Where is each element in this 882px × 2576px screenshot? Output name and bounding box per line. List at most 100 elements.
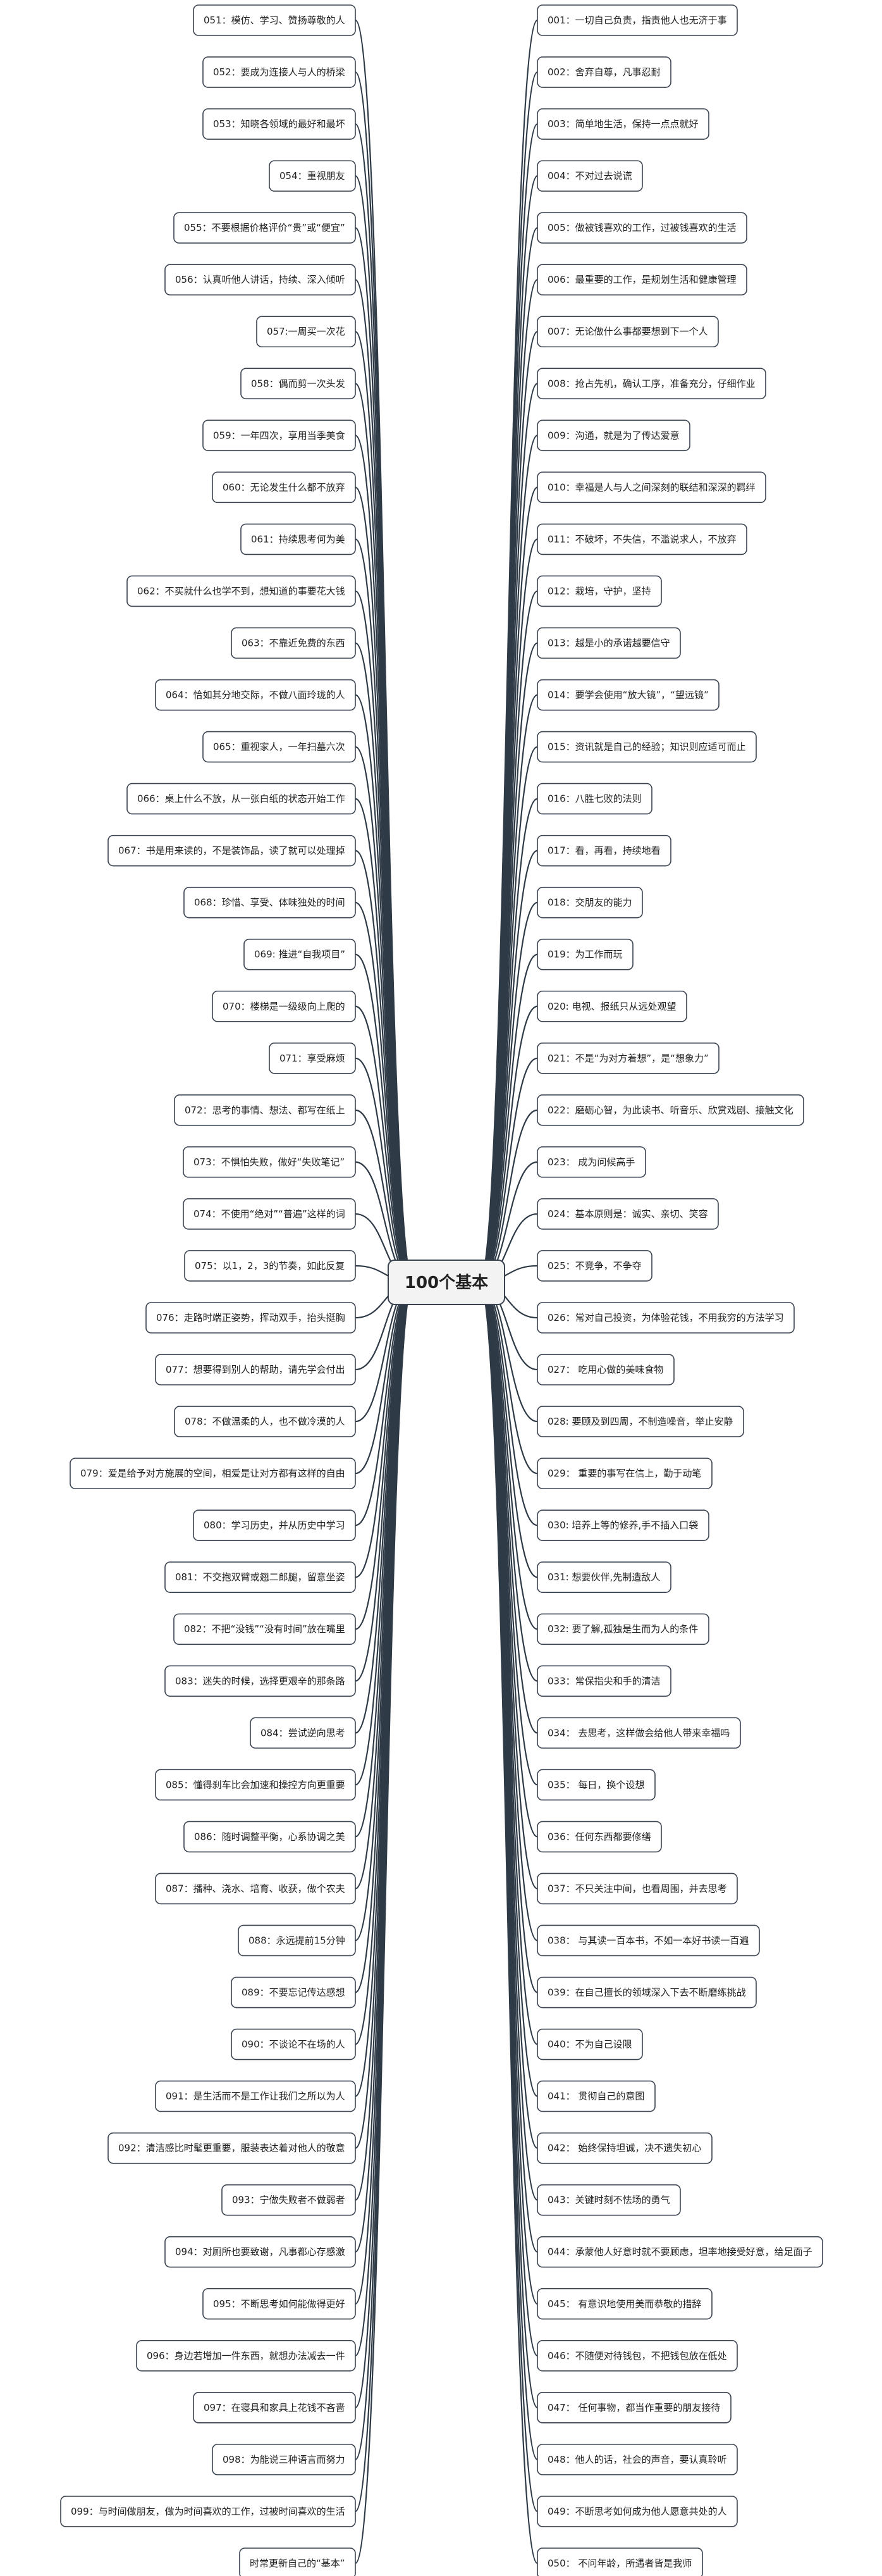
left-topic-node[interactable]: 060：无论发生什么都不放弃 [212, 471, 356, 504]
right-topic-node[interactable]: 022：磨砺心智，为此读书、听音乐、欣赏戏剧、接触文化 [537, 1094, 804, 1126]
right-topic-node[interactable]: 016：八胜七败的法则 [537, 783, 652, 815]
left-topic-node[interactable]: 064：恰如其分地交际，不做八面玲珑的人 [155, 679, 356, 711]
right-topic-node[interactable]: 018：交朋友的能力 [537, 886, 643, 919]
right-topic-node[interactable]: 013：越是小的承诺越要信守 [537, 627, 681, 659]
right-topic-node[interactable]: 028: 要顾及到四周，不制造噪音，举止安静 [537, 1406, 744, 1437]
right-topic-node[interactable]: 031: 想要伙伴,先制造敌人 [537, 1561, 671, 1593]
right-topic-node[interactable]: 001：一切自己负责，指责他人也无济于事 [537, 4, 738, 36]
right-topic-node[interactable]: 027： 吃用心做的美味食物 [537, 1354, 675, 1385]
right-topic-node[interactable]: 020: 电视、报纸只从远处观望 [537, 990, 687, 1022]
left-topic-node[interactable]: 099：与时间做朋友，做为时间喜欢的工作，过被时间喜欢的生活 [60, 2496, 356, 2527]
left-topic-node[interactable]: 097：在寝具和家具上花钱不吝啬 [193, 2392, 356, 2424]
right-topic-node[interactable]: 005：做被钱喜欢的工作，过被钱喜欢的生活 [537, 212, 747, 244]
left-topic-node[interactable]: 055：不要根据价格评价“贵”或“便宜” [173, 212, 356, 244]
left-topic-node[interactable]: 083：迷失的时候，选择更艰辛的那条路 [164, 1665, 356, 1697]
left-topic-node[interactable]: 090：不谈论不在场的人 [231, 2028, 356, 2060]
left-topic-node[interactable]: 085：懂得刹车比会加速和操控方向更重要 [155, 1769, 356, 1801]
left-topic-node[interactable]: 092：清洁感比时髦更重要，服装表达着对他人的敬意 [107, 2132, 356, 2164]
left-topic-node[interactable]: 082：不把“没钱”“没有时间”放在嘴里 [173, 1613, 356, 1645]
right-topic-node[interactable]: 043：关键时刻不怯场的勇气 [537, 2184, 681, 2216]
left-topic-node[interactable]: 072：思考的事情、想法、都写在纸上 [174, 1094, 356, 1126]
left-topic-node[interactable]: 095：不断思考如何能做得更好 [202, 2288, 356, 2320]
left-topic-node[interactable]: 071：享受麻烦 [269, 1043, 356, 1074]
left-topic-node[interactable]: 058：偶而剪一次头发 [240, 368, 356, 400]
left-topic-node[interactable]: 069: 推进“自我项目” [243, 938, 356, 970]
right-topic-node[interactable]: 035： 每日，换个设想 [537, 1769, 656, 1801]
left-topic-node[interactable]: 075：以1，2，3的节奏，如此反复 [184, 1250, 356, 1282]
right-topic-node[interactable]: 010：幸福是人与人之间深刻的联结和深深的羁绊 [537, 471, 766, 504]
left-topic-node[interactable]: 063：不靠近免费的东西 [231, 627, 356, 659]
left-topic-node[interactable]: 079：爱是给予对方施展的空间，相爱是让对方都有这样的自由 [70, 1458, 356, 1489]
left-topic-node[interactable]: 077：想要得到别人的帮助，请先学会付出 [155, 1354, 356, 1385]
left-topic-node[interactable]: 时常更新自己的“基本” [239, 2548, 356, 2576]
right-topic-node[interactable]: 029： 重要的事写在信上，勤于动笔 [537, 1458, 713, 1489]
right-topic-node[interactable]: 045： 有意识地使用美而恭敬的措辞 [537, 2288, 713, 2320]
right-topic-node[interactable]: 011：不破坏，不失信，不滥说求人，不放弃 [537, 523, 747, 555]
right-topic-node[interactable]: 002：舍弃自尊，凡事忍耐 [537, 56, 671, 88]
right-topic-node[interactable]: 024：基本原则是：诚实、亲切、笑容 [537, 1198, 719, 1230]
right-topic-node[interactable]: 023： 成为问候高手 [537, 1146, 646, 1178]
left-topic-node[interactable]: 093：宁做失败者不做弱者 [221, 2184, 356, 2216]
right-topic-node[interactable]: 009：沟通，就是为了传达爱意 [537, 419, 690, 452]
left-topic-node[interactable]: 087：播种、浇水、培育、收获，做个农夫 [155, 1873, 356, 1905]
right-topic-node[interactable]: 017：看，再看，持续地看 [537, 834, 671, 867]
left-topic-node[interactable]: 089：不要忘记传达感想 [231, 1976, 356, 2009]
left-topic-node[interactable]: 086：随时调整平衡，心系协调之美 [183, 1821, 356, 1853]
right-topic-node[interactable]: 007：无论做什么事都要想到下一个人 [537, 316, 719, 348]
right-topic-node[interactable]: 014：要学会使用“放大镜”，“望远镜” [537, 679, 720, 711]
left-topic-node[interactable]: 051：模仿、学习、赞扬尊敬的人 [193, 4, 356, 36]
left-topic-node[interactable]: 068：珍惜、享受、体味独处的时间 [183, 886, 356, 919]
right-topic-node[interactable]: 049：不断思考如何成为他人愿意共处的人 [537, 2496, 738, 2527]
right-topic-node[interactable]: 021：不是“为对方着想”，是“想象力” [537, 1043, 720, 1074]
right-topic-node[interactable]: 046：不随便对待钱包，不把钱包放在低处 [537, 2340, 738, 2372]
left-topic-node[interactable]: 073：不惧怕失败，做好“失败笔记” [183, 1146, 356, 1178]
right-topic-node[interactable]: 042： 始终保持坦诚，决不遗失初心 [537, 2132, 713, 2164]
left-topic-node[interactable]: 084：尝试逆向思考 [250, 1717, 356, 1749]
left-topic-node[interactable]: 065：重视家人，一年扫墓六次 [202, 731, 356, 763]
right-topic-node[interactable]: 048：他人的话，社会的声音，要认真聆听 [537, 2444, 738, 2475]
right-topic-node[interactable]: 034： 去思考，这样做会给他人带来幸福吗 [537, 1717, 741, 1749]
left-topic-node[interactable]: 062：不买就什么也学不到，想知道的事要花大钱 [126, 575, 356, 607]
left-topic-node[interactable]: 057:一周买一次花 [256, 316, 356, 348]
left-topic-node[interactable]: 088：永远提前15分钟 [238, 1924, 356, 1957]
left-topic-node[interactable]: 074：不使用“绝对”“普遍”这样的词 [183, 1198, 356, 1230]
left-topic-node[interactable]: 059：一年四次，享用当季美食 [202, 419, 356, 452]
left-topic-node[interactable]: 098：为能说三种语言而努力 [212, 2444, 356, 2475]
left-topic-node[interactable]: 091：是生活而不是工作让我们之所以为人 [155, 2080, 356, 2112]
right-topic-node[interactable]: 012：栽培，守护，坚持 [537, 575, 662, 607]
right-topic-node[interactable]: 008：抢占先机，确认工序，准备充分，仔细作业 [537, 368, 766, 400]
right-topic-node[interactable]: 003：简单地生活，保持一点点就好 [537, 108, 709, 140]
right-topic-node[interactable]: 032: 要了解,孤独是生而为人的条件 [537, 1613, 709, 1645]
left-topic-node[interactable]: 052：要成为连接人与人的桥梁 [202, 56, 356, 88]
right-topic-node[interactable]: 041： 贯彻自己的意图 [537, 2080, 656, 2112]
right-topic-node[interactable]: 047： 任何事物，都当作重要的朋友接待 [537, 2392, 732, 2424]
central-topic[interactable]: 100个基本 [388, 1260, 505, 1305]
left-topic-node[interactable]: 081：不交抱双臂或翘二郎腿，留意坐姿 [164, 1561, 356, 1593]
left-topic-node[interactable]: 053：知晓各领域的最好和最坏 [202, 108, 356, 140]
right-topic-node[interactable]: 026：常对自己投资，为体验花钱，不用我穷的方法学习 [537, 1302, 795, 1334]
right-topic-node[interactable]: 037：不只关注中间，也看周围，并去思考 [537, 1873, 738, 1905]
right-topic-node[interactable]: 044：承蒙他人好意时就不要顾虑，坦率地接受好意，给足面子 [537, 2236, 823, 2268]
right-topic-node[interactable]: 033：常保指尖和手的清洁 [537, 1665, 671, 1697]
left-topic-node[interactable]: 070：楼梯是一级级向上爬的 [212, 990, 356, 1022]
right-topic-node[interactable]: 006：最重要的工作，是规划生活和健康管理 [537, 264, 747, 296]
left-topic-node[interactable]: 096：身边若增加一件东西，就想办法减去一件 [136, 2340, 356, 2372]
right-topic-node[interactable]: 038： 与其读一百本书，不如一本好书读一百遍 [537, 1924, 760, 1957]
right-topic-node[interactable]: 050： 不问年龄，所遇者皆是我师 [537, 2548, 703, 2576]
right-topic-node[interactable]: 025：不竞争，不争夺 [537, 1250, 652, 1282]
left-topic-node[interactable]: 061：持续思考何为美 [240, 523, 356, 555]
right-topic-node[interactable]: 036：任何东西都要修缮 [537, 1821, 662, 1853]
left-topic-node[interactable]: 094：对厕所也要致谢，凡事都心存感激 [164, 2236, 356, 2268]
left-topic-node[interactable]: 066：桌上什么不放，从一张白纸的状态开始工作 [126, 783, 356, 815]
right-topic-node[interactable]: 039：在自己擅长的领域深入下去不断磨练挑战 [537, 1976, 757, 2009]
right-topic-node[interactable]: 015：资讯就是自己的经验；知识则应适可而止 [537, 731, 757, 763]
right-topic-node[interactable]: 019：为工作而玩 [537, 938, 634, 970]
left-topic-node[interactable]: 067：书是用来读的，不是装饰品，读了就可以处理掉 [107, 834, 356, 867]
right-topic-node[interactable]: 004：不对过去说谎 [537, 160, 643, 192]
left-topic-node[interactable]: 080：学习历史，并从历史中学习 [193, 1509, 356, 1541]
left-topic-node[interactable]: 076：走路时端正姿势，挥动双手，抬头挺胸 [145, 1302, 356, 1334]
left-topic-node[interactable]: 056：认真听他人讲话，持续、深入倾听 [164, 264, 356, 296]
right-topic-node[interactable]: 030: 培养上等的修养,手不插入口袋 [537, 1509, 709, 1541]
left-topic-node[interactable]: 054：重视朋友 [269, 160, 356, 192]
left-topic-node[interactable]: 078：不做温柔的人，也不做冷漠的人 [174, 1406, 356, 1437]
